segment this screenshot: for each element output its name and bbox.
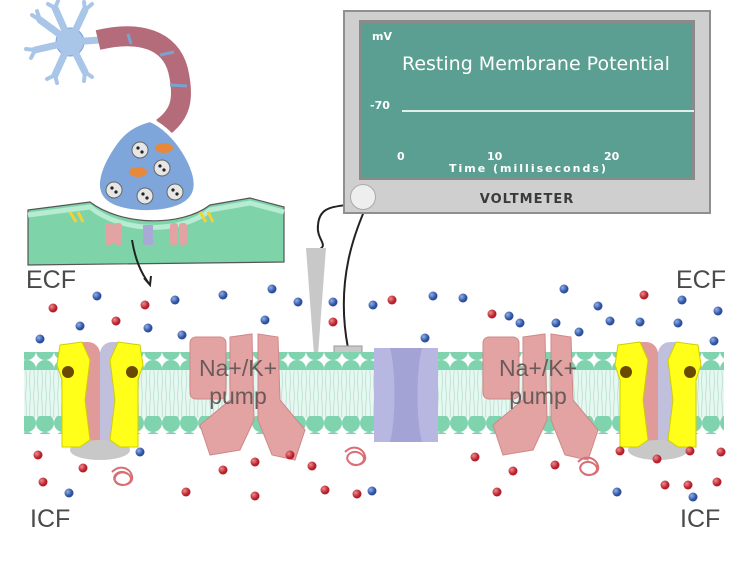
- wire-recording: [342, 197, 371, 349]
- potassium-ion: [574, 327, 584, 337]
- potassium-ion: [368, 300, 378, 310]
- unit-label: mV: [372, 30, 392, 43]
- sodium-ion: [550, 460, 560, 470]
- potassium-ion: [420, 333, 430, 343]
- pump-label-line2: pump: [509, 383, 567, 409]
- potassium-ion: [367, 486, 377, 496]
- sodium-ion: [307, 461, 317, 471]
- sodium-ion: [615, 446, 625, 456]
- resting-potential-trace: [402, 110, 694, 112]
- sodium-ion: [250, 457, 260, 467]
- potassium-ion: [218, 290, 228, 300]
- na-k-pump-right: [482, 333, 599, 461]
- sodium-ion: [508, 466, 518, 476]
- sodium-ion: [652, 454, 662, 464]
- potassium-ion: [64, 488, 74, 498]
- potassium-ion: [92, 291, 102, 301]
- potassium-ion: [635, 317, 645, 327]
- potassium-ion: [504, 311, 514, 321]
- potassium-ion: [170, 295, 180, 305]
- gated-channel-left: [56, 341, 144, 460]
- ecf-label-left: ECF: [26, 266, 76, 294]
- potassium-ion: [677, 295, 687, 305]
- microelectrode: [306, 248, 326, 355]
- ecf-label-right: ECF: [676, 266, 726, 294]
- sodium-ion: [716, 447, 726, 457]
- potassium-ion: [551, 318, 561, 328]
- potassium-ion: [605, 316, 615, 326]
- x-tick-10: 10: [487, 150, 503, 163]
- potassium-ion: [75, 321, 85, 331]
- voltmeter-screen: mV Resting Membrane Potential -70 0 10 2…: [359, 20, 695, 180]
- icf-label-right: ICF: [680, 505, 721, 533]
- sodium-ion: [320, 485, 330, 495]
- potassium-ion: [612, 487, 622, 497]
- potassium-ion: [709, 336, 719, 346]
- leak-channel: [374, 348, 438, 442]
- axon: [95, 26, 191, 137]
- sodium-ion: [639, 290, 649, 300]
- pump-label-line2: pump: [209, 383, 267, 409]
- sodium-ion: [140, 300, 150, 310]
- ions: [33, 284, 726, 502]
- potassium-ion: [515, 318, 525, 328]
- potassium-ion: [267, 284, 277, 294]
- voltmeter: mV Resting Membrane Potential -70 0 10 2…: [343, 10, 711, 214]
- sodium-ion: [683, 480, 693, 490]
- potassium-ion: [260, 315, 270, 325]
- screen-title: Resting Membrane Potential: [402, 53, 670, 75]
- pointer-arrow: [131, 239, 152, 288]
- pump-label-right: Na+/K+ pump: [488, 354, 588, 410]
- neuron: [24, 0, 198, 215]
- potassium-ion: [688, 492, 698, 502]
- protein-tangle: [111, 446, 600, 486]
- sodium-ion: [48, 303, 58, 313]
- sodium-ion: [328, 317, 338, 327]
- sodium-ion: [470, 452, 480, 462]
- sodium-ion: [387, 295, 397, 305]
- potassium-ion: [135, 447, 145, 457]
- sodium-ion: [78, 463, 88, 473]
- x-axis-label: Time (milliseconds): [449, 162, 608, 175]
- potassium-ion: [177, 330, 187, 340]
- electrode-plate: [333, 345, 363, 354]
- sodium-ion: [712, 477, 722, 487]
- voltmeter-label: VOLTMETER: [479, 192, 575, 207]
- sodium-ion: [250, 491, 260, 501]
- pump-label-line1: Na+/K+: [199, 355, 277, 381]
- voltmeter-jack: [350, 184, 376, 210]
- x-tick-0: 0: [397, 150, 405, 163]
- potassium-ion: [673, 318, 683, 328]
- potassium-ion: [458, 293, 468, 303]
- sodium-ion: [487, 309, 497, 319]
- sodium-ion: [285, 450, 295, 460]
- neuron-cell-body: [24, 0, 104, 85]
- sodium-ion: [33, 450, 43, 460]
- postsynaptic-membrane: [27, 197, 285, 266]
- pump-label-left: Na+/K+ pump: [188, 354, 288, 410]
- sodium-ion: [181, 487, 191, 497]
- sodium-ion: [660, 480, 670, 490]
- sodium-ion: [38, 477, 48, 487]
- potassium-ion: [428, 291, 438, 301]
- icf-label-left: ICF: [30, 505, 71, 533]
- gated-channel-right: [614, 341, 702, 460]
- sodium-ion: [111, 316, 121, 326]
- sodium-ion: [352, 489, 362, 499]
- x-tick-20: 20: [604, 150, 620, 163]
- pump-label-line1: Na+/K+: [499, 355, 577, 381]
- potassium-ion: [293, 297, 303, 307]
- potassium-ion: [328, 297, 338, 307]
- potassium-ion: [35, 334, 45, 344]
- sodium-ion: [685, 446, 695, 456]
- y-value-label: -70: [370, 99, 390, 112]
- potassium-ion: [713, 306, 723, 316]
- potassium-ion: [559, 284, 569, 294]
- potassium-ion: [143, 323, 153, 333]
- sodium-ion: [492, 487, 502, 497]
- sodium-ion: [218, 465, 228, 475]
- na-k-pump-left: [189, 333, 306, 461]
- potassium-ion: [593, 301, 603, 311]
